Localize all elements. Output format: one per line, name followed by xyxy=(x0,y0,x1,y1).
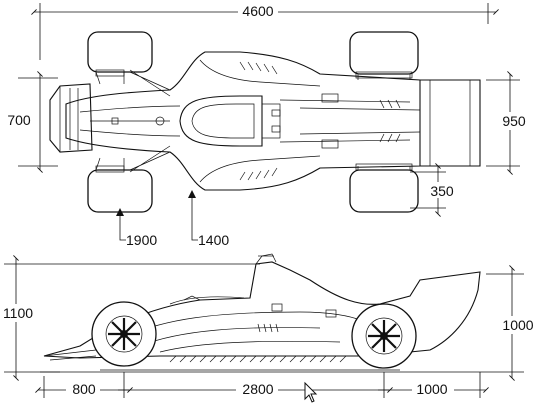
front-wheel-side xyxy=(91,301,157,367)
rear-offset-dimension: 350 xyxy=(410,163,458,217)
mouse-pointer-icon xyxy=(304,381,318,403)
rear-width-dimension: 950 xyxy=(486,71,530,175)
front-left-tire xyxy=(87,31,153,73)
rear-wing-height-label: 1000 xyxy=(502,317,533,333)
front-overhang-label: 800 xyxy=(72,381,96,397)
rear-left-tire xyxy=(349,31,419,75)
rear-width-label: 950 xyxy=(502,113,526,129)
overall-height-dimension: 1100 xyxy=(0,255,260,381)
front-track-dimension: 700 xyxy=(4,71,58,173)
side-view: 1100 1000 xyxy=(0,253,536,398)
front-axle-callout: 1900 xyxy=(116,208,157,248)
rear-right-tire xyxy=(349,169,419,213)
top-view: 4600 xyxy=(4,2,530,248)
overall-height-label: 1100 xyxy=(3,305,33,321)
rear-wing-top xyxy=(420,79,481,167)
front-right-tire xyxy=(87,169,153,213)
front-axle-label: 1900 xyxy=(126,232,157,248)
rear-overhang-label: 1000 xyxy=(416,381,447,397)
wheelbase-label: 2800 xyxy=(242,381,273,397)
sidepod-callout: 1400 xyxy=(188,190,229,248)
front-track-label: 700 xyxy=(7,112,31,128)
rear-wing-height-dimension: 1000 xyxy=(440,265,536,381)
overall-length-dimension: 4600 xyxy=(31,2,499,60)
front-wing-top xyxy=(49,83,93,153)
sidepod-label: 1400 xyxy=(198,232,229,248)
rear-offset-label: 350 xyxy=(430,183,454,199)
rear-wheel-side xyxy=(351,303,417,369)
overall-length-label: 4600 xyxy=(242,3,273,19)
bottom-dimensions: 800 2800 1000 xyxy=(35,372,489,398)
